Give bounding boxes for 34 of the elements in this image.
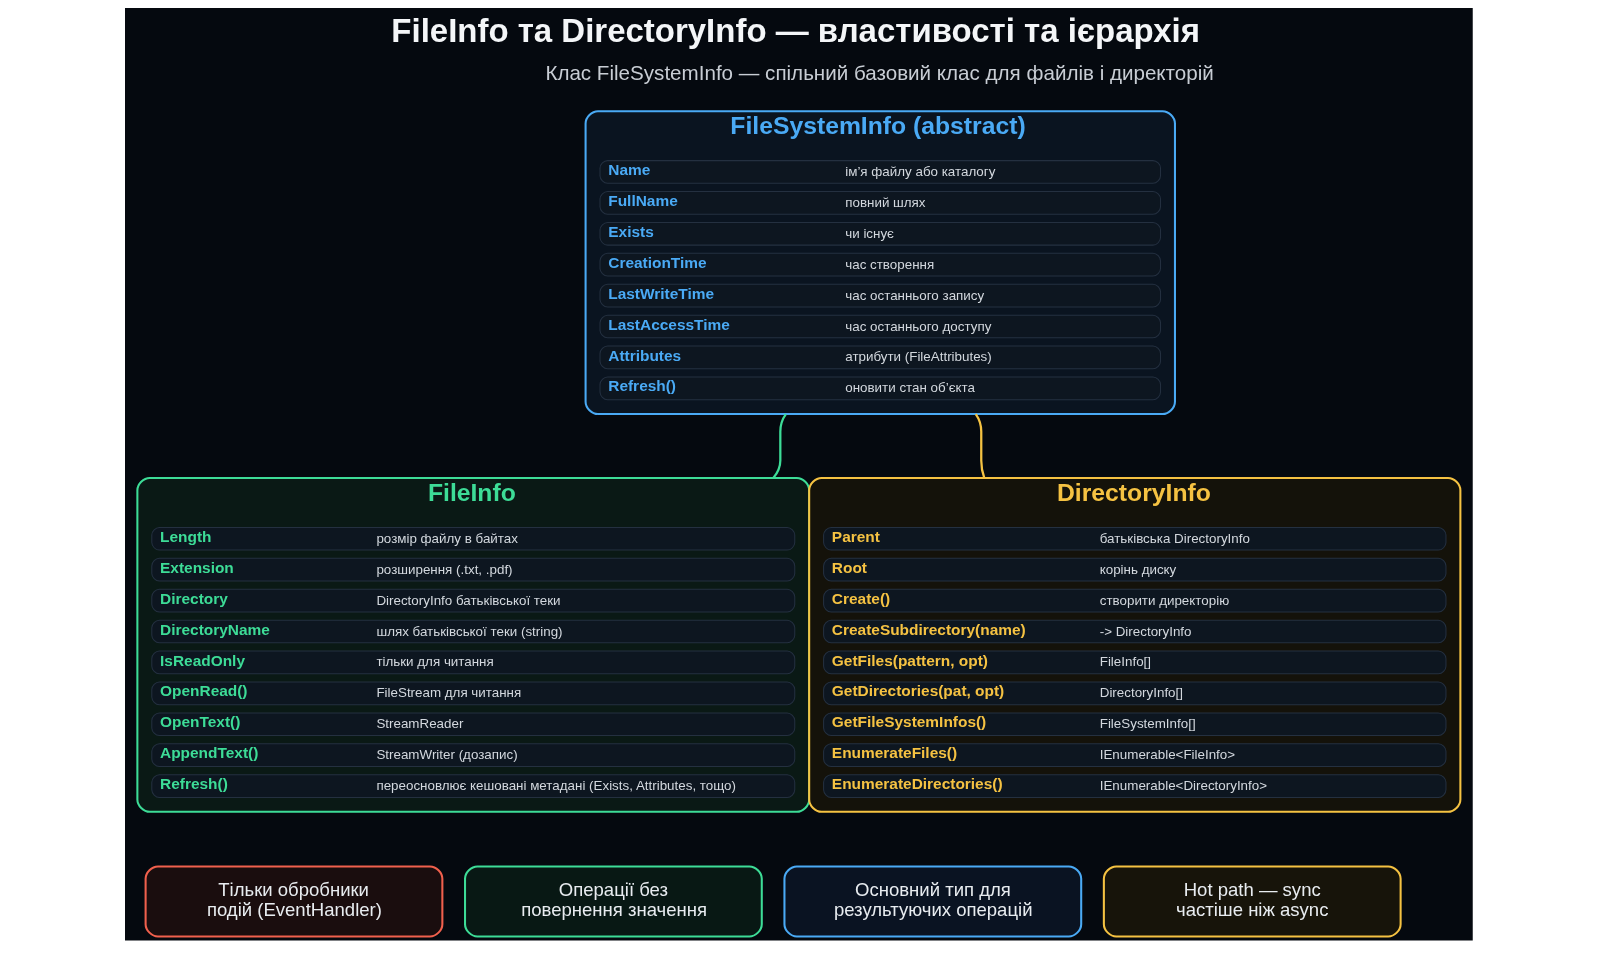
node-box: DirectoryName шлях батьківської теки (string) [150, 619, 795, 644]
node-box: GetDirectories(pat, opt) DirectoryInfo[] [822, 681, 1446, 706]
node-box: IsReadOnly тільки для читання [150, 650, 795, 675]
node-box: Refresh() переосновлює кешовані метадані (Exists, Attributes, тощо) [150, 774, 795, 798]
node-box: AppendText() StreamWriter (дозапис) [150, 743, 795, 767]
node-box: Create() створити директорію [822, 588, 1446, 613]
node-box: Refresh() оновити стан об’єкта [599, 376, 1161, 401]
node-box: Directory DirectoryInfo батьківської теки [150, 588, 795, 613]
node-box: Length розмір файлу в байтах [150, 526, 795, 551]
node-box: Операції без повернення значення [463, 865, 763, 938]
connector [974, 413, 985, 479]
node-box: CreationTime час створення [599, 252, 1161, 277]
node-box: OpenRead() FileStream для читання [150, 681, 795, 706]
node-box: Parent батьківська DirectoryInfo [822, 526, 1446, 551]
node-box: Extension розширення (.txt, .pdf) [150, 557, 795, 582]
node-box: Hot path — sync частіше ніж async [1102, 865, 1402, 938]
node-box: EnumerateDirectories() IEnumerable<DirectoryInfo> [822, 774, 1446, 798]
node-box: EnumerateFiles() IEnumerable<FileInfo> [822, 743, 1446, 767]
node-box: Тільки обробники подій (EventHandler) [144, 865, 443, 938]
node-box: GetFileSystemInfos() FileSystemInfo[] [822, 712, 1446, 737]
node-box: CreateSubdirectory(name) -> DirectoryInfo [822, 619, 1446, 644]
node-box: LastAccessTime час останнього доступу [599, 314, 1161, 339]
node-box: Основний тип для результуючих операцій [782, 865, 1082, 938]
node-box: Attributes атрибути (FileAttributes) [599, 345, 1161, 370]
node-box: Exists чи існує [599, 221, 1161, 246]
node-box: FullName повний шлях [599, 191, 1161, 215]
connector [771, 413, 787, 479]
node-box: Name ім’я файлу або каталогу [599, 160, 1161, 184]
node-box: Root корінь диску [822, 557, 1446, 582]
label: Клас FileSystemInfo — спільний базовий клас для файлів і директорій [544, 61, 1214, 85]
diagram-title: FileInfo та DirectoryInfo — властивості та ієрархія [390, 11, 1200, 49]
node-box: LastWriteTime час останнього запису [599, 283, 1161, 308]
node-box: OpenText() StreamReader [150, 712, 795, 737]
node-box: GetFiles(pattern, opt) FileInfo[] [822, 650, 1446, 675]
